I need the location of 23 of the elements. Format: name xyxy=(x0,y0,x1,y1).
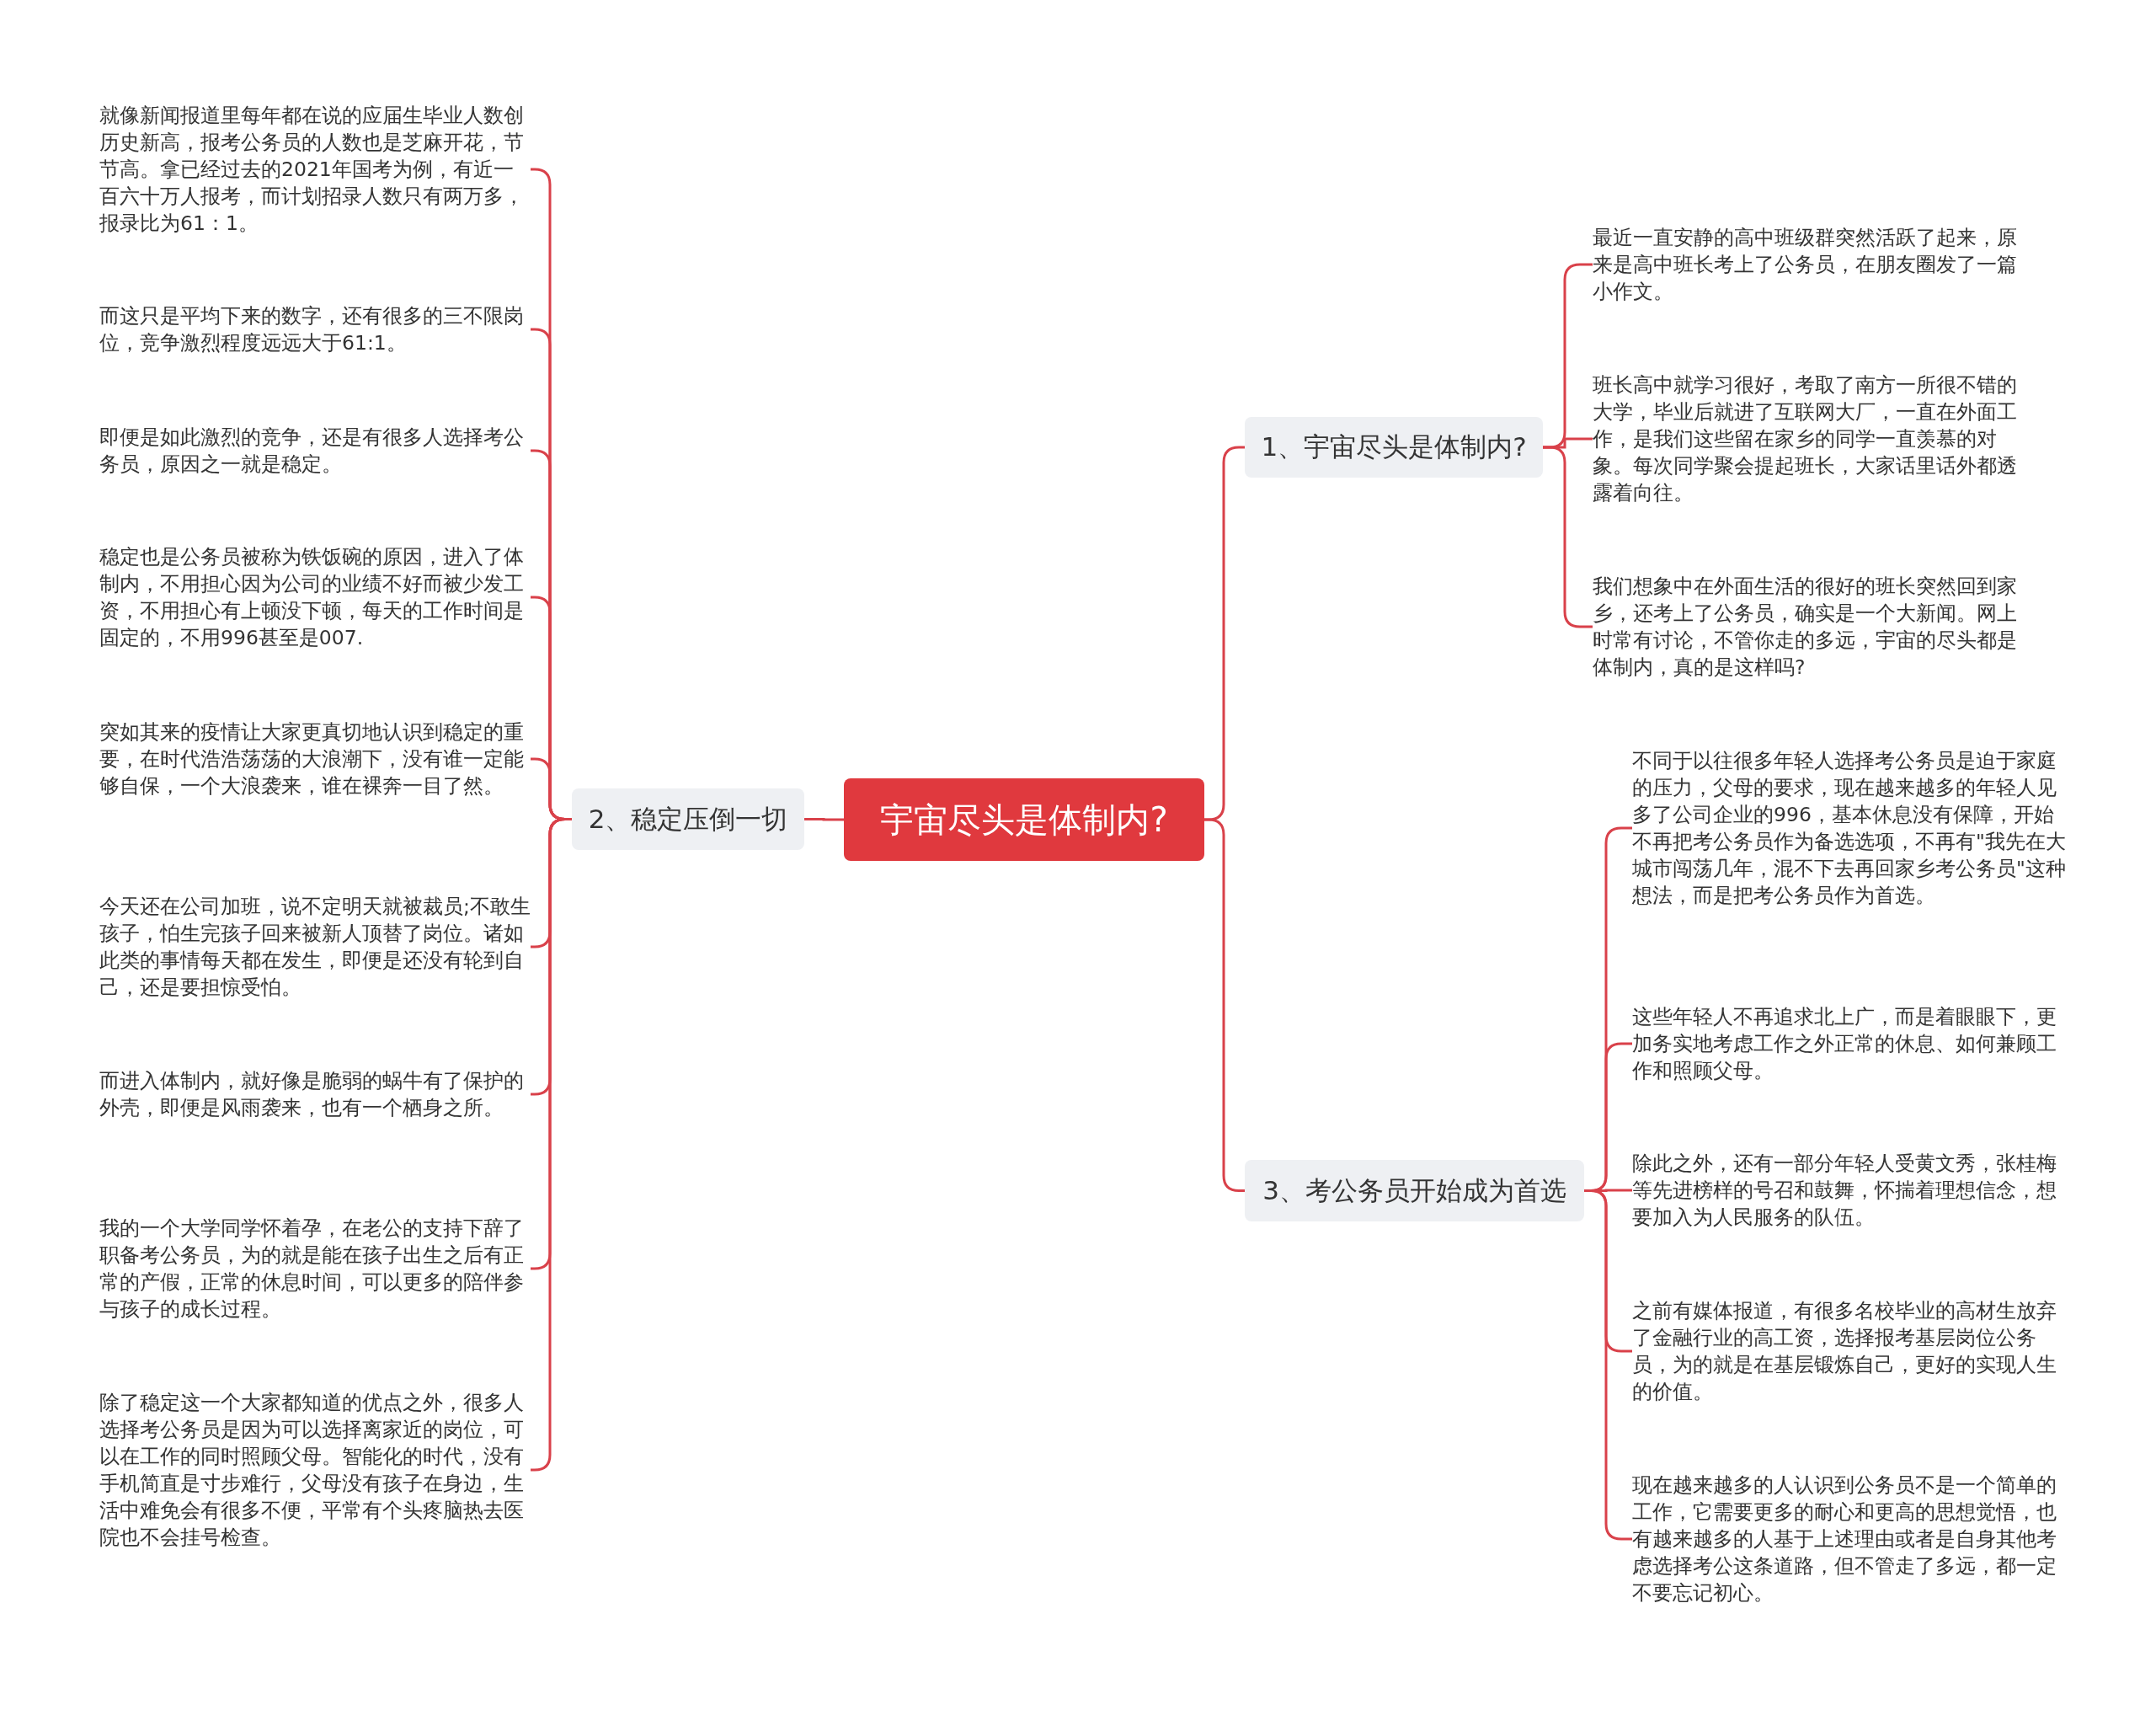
note-text: 班长高中就学习很好，考取了南方一所很不错的大学，毕业后就进了互联网大厂，一直在外面工作，是我们这些留在家乡的同学一直羡慕的对象。每次同学聚会提起班长，大家话里话外都透露着向往。 xyxy=(1593,371,2026,506)
note-text: 最近一直安静的高中班级群突然活跃了起来，原来是高中班长考上了公务员，在朋友圈发了一篇小作文。 xyxy=(1593,224,2026,305)
note-text: 我的一个大学同学怀着孕，在老公的支持下辞了职备考公务员，为的就是能在孩子出生之后有正常的产假，正常的休息时间，可以更多的陪伴参与孩子的成长过程。 xyxy=(99,1215,531,1323)
note-text: 就像新闻报道里每年都在说的应届生毕业人数创历史新高，报考公务员的人数也是芝麻开花，节节高。拿已经过去的2021年国考为例，有近一百六十万人报考，而计划招录人数只有两万多，报录比为61：1。 xyxy=(99,102,531,237)
branch-topic: 2、稳定压倒一切 xyxy=(572,788,804,850)
note-text: 除此之外，还有一部分年轻人受黄文秀，张桂梅等先进榜样的号召和鼓舞，怀揣着理想信念，想要加入为人民服务的队伍。 xyxy=(1632,1150,2066,1231)
note-text: 这些年轻人不再追求北上广，而是着眼眼下，更加务实地考虑工作之外正常的休息、如何兼顾工作和照顾父母。 xyxy=(1632,1003,2066,1084)
connector-line xyxy=(1584,1189,1632,1541)
note-text: 我们想象中在外面生活的很好的班长突然回到家乡，还考上了公务员，确实是一个大新闻。网上时常有讨论，不管你走的多远，宇宙的尽头都是体制内，真的是这样吗? xyxy=(1593,573,2026,681)
branch-topic: 1、宇宙尽头是体制内? xyxy=(1245,417,1543,478)
note-text: 而进入体制内，就好像是脆弱的蜗牛有了保护的外壳，即便是风雨袭来，也有一个栖身之所。 xyxy=(99,1067,531,1121)
note-text: 不同于以往很多年轻人选择考公务员是迫于家庭的压力，父母的要求，现在越来越多的年轻人见多了公司企业的996，基本休息没有保障，开始不再把考公务员作为备选选项，不再有"我先在大城市闯荡几年，混不下去再回家乡考公务员"这种想法，而是把考公务员作为首选。 xyxy=(1632,747,2066,909)
note-text: 现在越来越多的人认识到公务员不是一个简单的工作，它需要更多的耐心和更高的思想觉悟，也有越来越多的人基于上述理由或者是自身其他考虑选择考公这条道路，但不管走了多远，都一定不要忘记初心。 xyxy=(1632,1472,2066,1606)
note-text: 稳定也是公务员被称为铁饭碗的原因，进入了体制内，不用担心因为公司的业绩不好而被少发工资，不用担心有上顿没下顿，每天的工作时间是固定的，不用996甚至是007. xyxy=(99,543,531,651)
note-text: 今天还在公司加班，说不定明天就被裁员;不敢生孩子，怕生完孩子回来被新人顶替了岗位。诸如此类的事情每天都在发生，即便是还没有轮到自己，还是要担惊受怕。 xyxy=(99,893,531,1001)
note-text: 而这只是平均下来的数字，还有很多的三不限岗位，竞争激烈程度远远大于61:1。 xyxy=(99,302,531,356)
note-text: 之前有媒体报道，有很多名校毕业的高材生放弃了金融行业的高工资，选择报考基层岗位公务员，为的就是在基层锻炼自己，更好的实现人生的价值。 xyxy=(1632,1297,2066,1405)
connector-line xyxy=(804,818,844,821)
note-text: 即便是如此激烈的竞争，还是有很多人选择考公务员，原因之一就是稳定。 xyxy=(99,424,531,478)
root-topic: 宇宙尽头是体制内? xyxy=(844,778,1204,861)
note-text: 突如其来的疫情让大家更真切地认识到稳定的重要，在时代浩浩荡荡的大浪潮下，没有谁一定能够自保，一个大浪袭来，谁在裸奔一目了然。 xyxy=(99,719,531,799)
note-text: 除了稳定这一个大家都知道的优点之外，很多人选择考公务员是因为可以选择离家近的岗位，可以在工作的同时照顾父母。智能化的时代，没有手机简直是寸步难行，父母没有孩子在身边，生活中难免会有很多不便，平常有个头疼脑热去医院也不会挂号检查。 xyxy=(99,1389,531,1551)
branch-topic: 3、考公务员开始成为首选 xyxy=(1245,1160,1584,1221)
